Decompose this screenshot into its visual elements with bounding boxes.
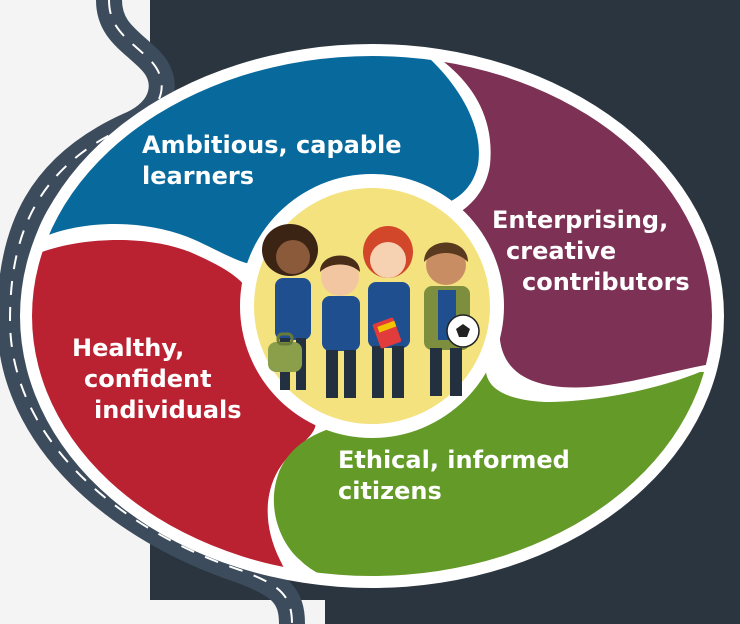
label-ethical-informed-citizens: Ethical, informed citizens (338, 445, 570, 507)
label-line: confident (84, 365, 212, 393)
label-line: Enterprising, (492, 206, 669, 234)
label-line: individuals (94, 396, 242, 424)
books-icon (372, 317, 402, 349)
road-path (0, 0, 305, 624)
label-line: learners (142, 162, 255, 190)
label-line: Healthy, (72, 334, 185, 362)
football-icon (446, 314, 480, 348)
school-bag-icon (268, 332, 302, 372)
label-line: contributors (522, 268, 690, 296)
label-line: Ethical, informed (338, 446, 570, 474)
label-ambitious-capable-learners: Ambitious, capable learners (142, 130, 402, 192)
label-healthy-confident-individuals: Healthy, confident individuals (72, 333, 242, 426)
label-enterprising-creative-contributors: Enterprising, creative contributors (492, 205, 690, 298)
school-children-icon (262, 224, 480, 398)
label-line: creative (506, 237, 617, 265)
student-boy-icon (320, 255, 360, 398)
label-line: Ambitious, capable (142, 131, 402, 159)
label-line: citizens (338, 477, 442, 505)
